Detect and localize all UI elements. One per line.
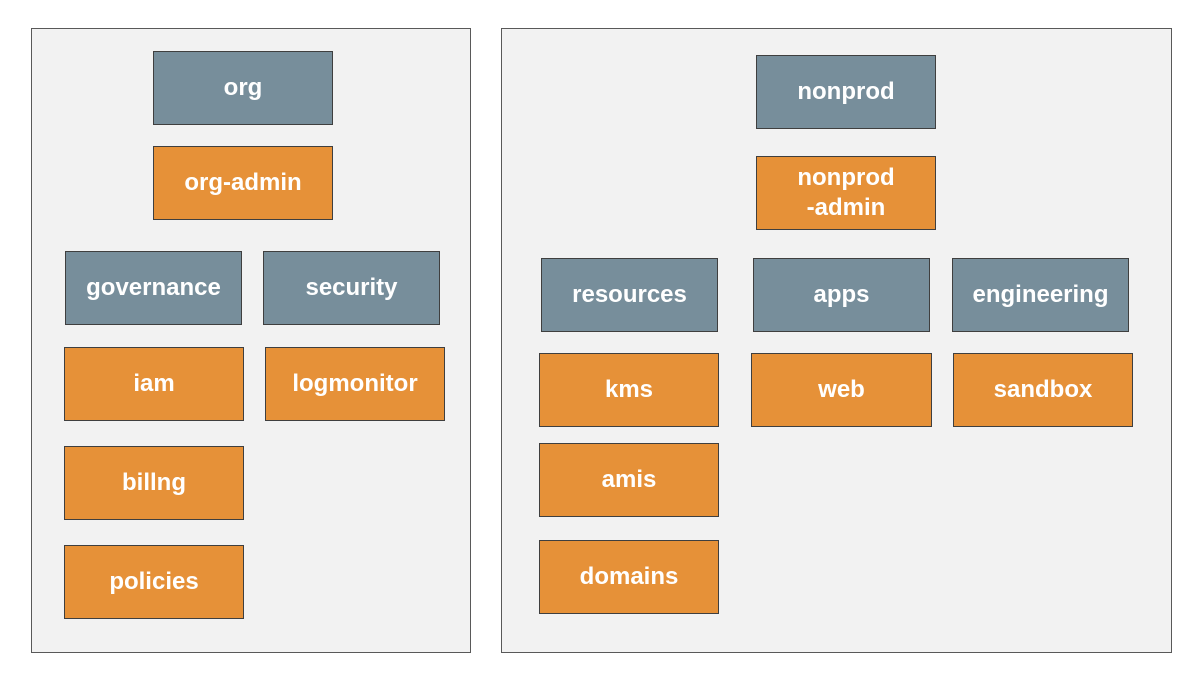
nonprod-admin-box: nonprod -admin [756,156,936,230]
resources-box: resources [541,258,718,332]
policies-box: policies [64,545,244,619]
logmonitor-box: logmonitor [265,347,445,421]
sandbox-box: sandbox [953,353,1133,427]
apps-box: apps [753,258,930,332]
iam-box: iam [64,347,244,421]
nonprod-box: nonprod [756,55,936,129]
amis-box: amis [539,443,719,517]
org-box: org [153,51,333,125]
governance-box: governance [65,251,242,325]
domains-box: domains [539,540,719,614]
web-box: web [751,353,932,427]
billing-box: billng [64,446,244,520]
security-box: security [263,251,440,325]
engineering-box: engineering [952,258,1129,332]
org-admin-box: org-admin [153,146,333,220]
kms-box: kms [539,353,719,427]
